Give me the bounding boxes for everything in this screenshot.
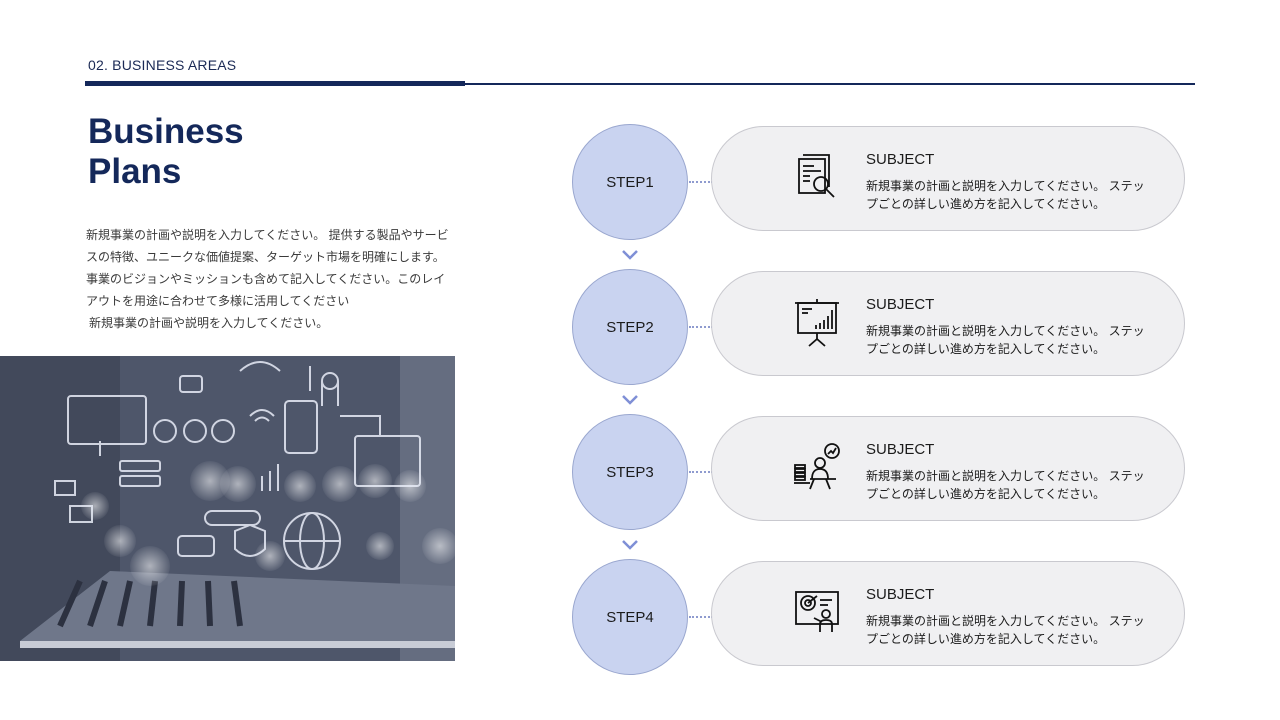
step-card-3: SUBJECT 新規事業の計画と説明を入力してください。 ステップごとの詳しい進… (711, 416, 1185, 521)
step-title-1: SUBJECT (866, 151, 935, 168)
section-label: 02. BUSINESS AREAS (88, 57, 237, 73)
step-circle-3: STEP3 (572, 414, 688, 530)
step-circle-1: STEP1 (572, 124, 688, 240)
chevron-down-icon (622, 250, 638, 260)
step-title-3: SUBJECT (866, 441, 935, 458)
description-paragraph1: 新規事業の計画や説明を入力してください。 提供する製品やサービスの特徴、ユニーク… (86, 228, 449, 308)
step-card-2: SUBJECT 新規事業の計画と説明を入力してください。 ステップごとの詳しい進… (711, 271, 1185, 376)
description-paragraph2: 新規事業の計画や説明を入力してください。 (89, 316, 329, 330)
person-growth-icon (794, 443, 840, 490)
step-circle-2: STEP2 (572, 269, 688, 385)
document-search-icon (798, 154, 835, 198)
step-card-4: SUBJECT 新規事業の計画と説明を入力してください。 ステップごとの詳しい進… (711, 561, 1185, 666)
step-circle-4: STEP4 (572, 559, 688, 675)
page-title-line1: Business (88, 112, 244, 151)
header-rule-thin (465, 83, 1195, 85)
description: 新規事業の計画や説明を入力してください。 提供する製品やサービスの特徴、ユニーク… (86, 224, 456, 334)
step-card-1: SUBJECT 新規事業の計画と説明を入力してください。 ステップごとの詳しい進… (711, 126, 1185, 231)
header-rule-thick (85, 81, 465, 86)
step-row-4: STEP4 SUBJECT 新規事業の計画と説明を入力してください。 ステップご… (572, 559, 1192, 677)
step-connector-2 (689, 326, 713, 328)
step-connector-4 (689, 616, 713, 618)
presentation-chart-icon (795, 299, 839, 347)
step-connector-1 (689, 181, 713, 183)
step-row-2: STEP2 SUBJECT 新規事業の計画と説明を入力してください。 ステップご… (572, 269, 1192, 387)
target-presenter-icon (795, 591, 839, 632)
step-row-1: STEP1 SUBJECT 新規事業の計画と説明を入力してください。 ステップご… (572, 124, 1192, 242)
laptop-technology-photo (0, 356, 455, 661)
page-title: Business Plans (88, 112, 408, 192)
step-row-3: STEP3 SUBJECT 新規事業の計画と説明を入力してください。 ステップご… (572, 414, 1192, 532)
step-title-4: SUBJECT (866, 586, 935, 603)
chevron-down-icon (622, 540, 638, 550)
step-text-2: 新規事業の計画と説明を入力してください。 ステップごとの詳しい進め方を記入してく… (866, 324, 1145, 356)
page-title-line2: Plans (88, 152, 182, 191)
step-text-4: 新規事業の計画と説明を入力してください。 ステップごとの詳しい進め方を記入してく… (866, 614, 1145, 646)
step-connector-3 (689, 471, 713, 473)
step-title-2: SUBJECT (866, 296, 935, 313)
step-text-3: 新規事業の計画と説明を入力してください。 ステップごとの詳しい進め方を記入してく… (866, 469, 1145, 501)
step-text-1: 新規事業の計画と説明を入力してください。 ステップごとの詳しい進め方を記入してく… (866, 179, 1145, 211)
chevron-down-icon (622, 395, 638, 405)
